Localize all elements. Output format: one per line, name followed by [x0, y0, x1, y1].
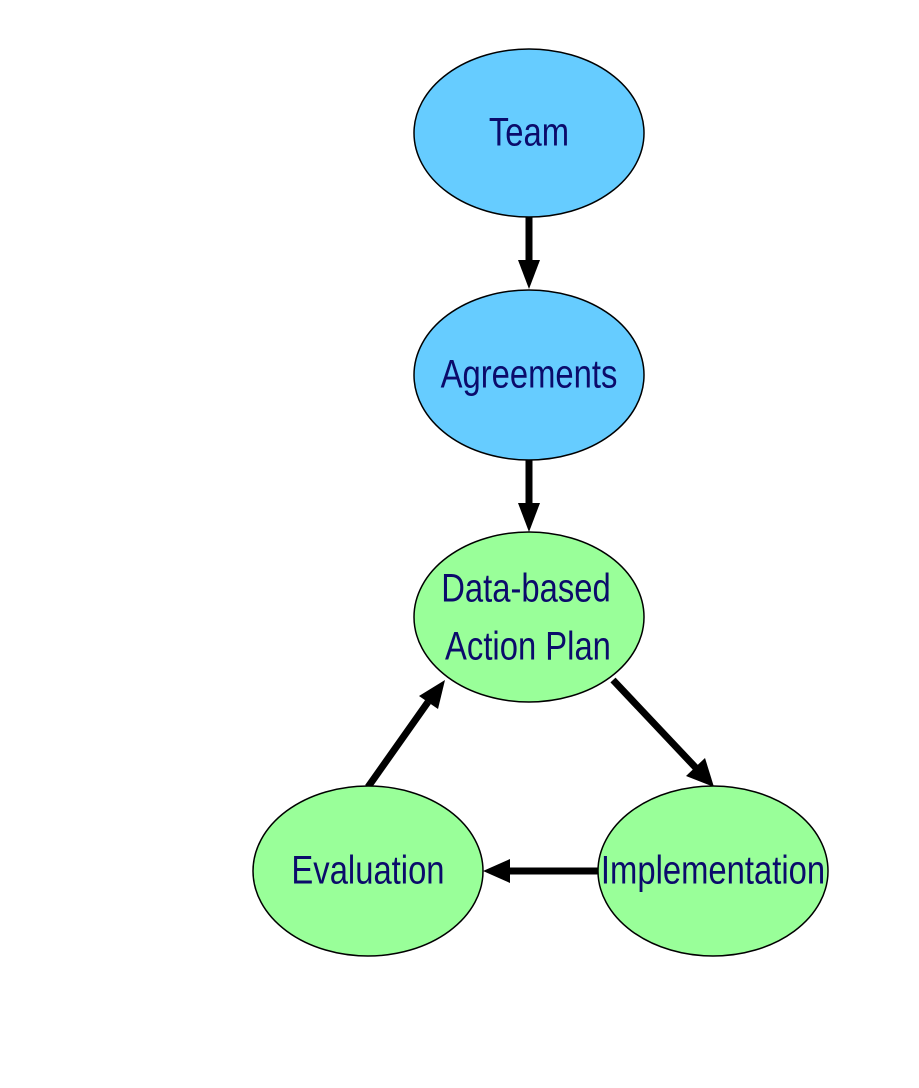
node-action-plan-label-line2: Action Plan [445, 623, 611, 668]
node-team-shape [413, 48, 645, 218]
node-evaluation-label: Evaluation [291, 847, 444, 892]
arrow-evaluation-to-action-plan [365, 680, 445, 790]
node-action-plan: Data-based Action Plan [413, 531, 645, 703]
arrow-agreements-to-action-plan [518, 460, 540, 532]
arrow-team-to-agreements [518, 216, 540, 289]
node-evaluation: Evaluation [252, 785, 484, 957]
node-implementation: Implementation [597, 785, 829, 957]
node-agreements-shape [413, 289, 645, 461]
node-implementation-label: Implementation [601, 847, 825, 892]
arrow-implementation-to-evaluation [483, 859, 598, 883]
node-team: Team [413, 48, 645, 218]
node-agreements-label: Agreements [441, 351, 618, 396]
node-action-plan-label-line1: Data-based [441, 565, 611, 610]
node-implementation-shape [597, 785, 829, 957]
arrow-action-plan-to-implementation [610, 677, 714, 787]
node-evaluation-shape [252, 785, 484, 957]
node-team-label: Team [489, 109, 569, 154]
node-agreements: Agreements [413, 289, 645, 461]
node-action-plan-shape [413, 531, 645, 703]
